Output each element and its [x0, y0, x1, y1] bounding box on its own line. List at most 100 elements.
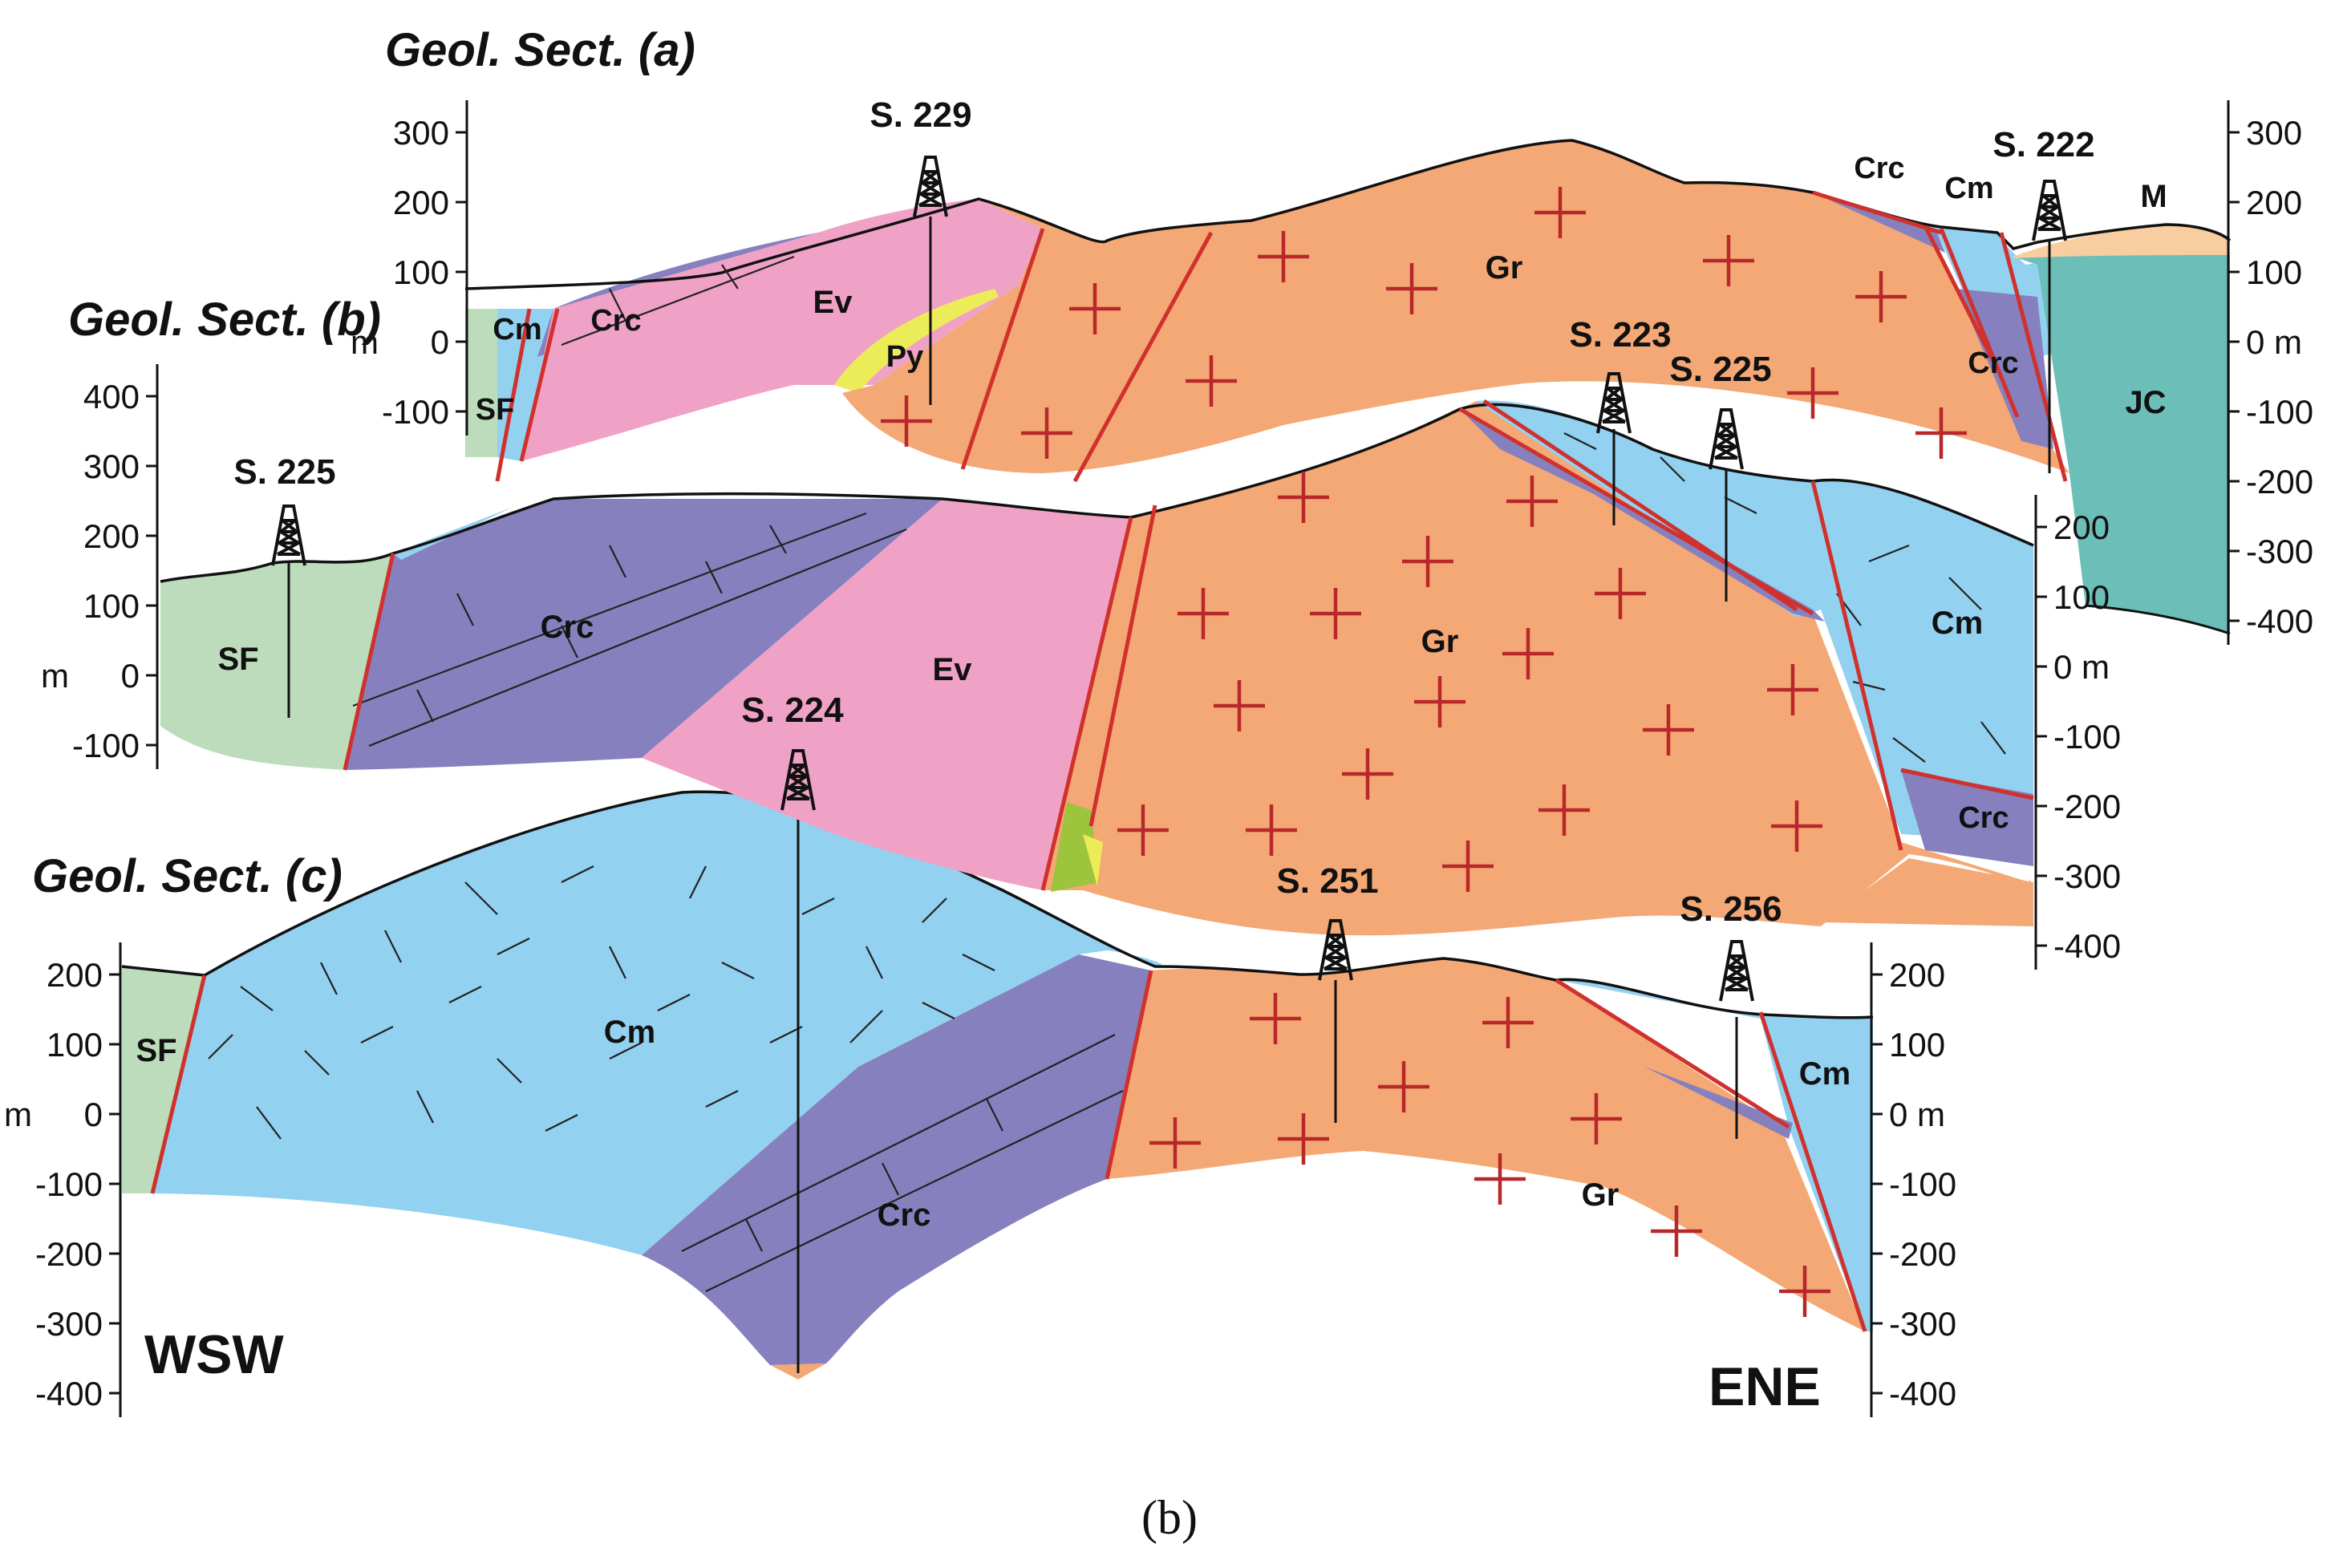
well-label-s224: S. 224	[741, 691, 844, 730]
axis-tick-label: -400	[35, 1375, 103, 1412]
unit-label: SF	[217, 642, 258, 677]
unit-m-a	[2013, 225, 2230, 258]
derrick-icon	[1596, 372, 1632, 435]
derrick-icon	[2032, 180, 2067, 242]
unit-label: Ev	[933, 652, 973, 687]
unit-label: Ev	[813, 285, 853, 320]
axis-tick-label: 100	[47, 1026, 103, 1064]
axis-tick-label: 200	[2053, 508, 2110, 546]
unit-label: M	[2140, 179, 2167, 214]
unit-cm-c-right	[1556, 979, 1873, 1331]
axis-tick-label: 0	[431, 323, 449, 361]
well-lines-a	[929, 217, 2051, 473]
section-b-title: Geol. Sect. (b)	[68, 294, 381, 346]
derrick-icon	[271, 504, 306, 567]
unit-label: SF	[136, 1033, 176, 1068]
faults-a	[495, 190, 2068, 483]
unit-cm-a-left	[497, 309, 553, 461]
unit-label: Cm	[493, 313, 541, 346]
axis-tick-label: -100	[72, 727, 140, 764]
unit-label: Gr	[1486, 250, 1523, 286]
unit-label: Gr	[1582, 1177, 1619, 1213]
axis-tick-label: -100	[1889, 1165, 1956, 1203]
unit-label: Crc	[541, 610, 594, 645]
axis-tick-label: -300	[2053, 857, 2121, 895]
well-label-s225-b: S. 225	[233, 452, 335, 492]
axis-tick-label: 100	[83, 587, 140, 625]
axis-tick-label: 200	[2246, 184, 2302, 221]
well-lines-c	[797, 806, 1738, 1373]
unit-label: Gr	[1421, 624, 1459, 659]
axis-tick-label: -400	[1889, 1375, 1956, 1412]
well-label-s222: S. 222	[1992, 125, 2094, 164]
unit-py-a	[834, 289, 999, 393]
axis-tick-label: 100	[393, 253, 449, 291]
unit-labels-a: Cm Crc SF Ev Py Gr Crc Cm M Crc JC	[476, 152, 2167, 427]
axis-tick-label: -200	[2053, 788, 2121, 825]
direction-right-label: ENE	[1709, 1356, 1821, 1417]
axis-tick-label: 0	[84, 1096, 103, 1133]
unit-labels-b: SF Crc Ev Gr Cm Crc	[217, 606, 2009, 835]
unit-label: Crc	[1854, 152, 1904, 185]
unit-label: Crc	[1958, 801, 2009, 835]
unit-gr-b-lower	[1821, 858, 2033, 926]
axis-tick-label: 100	[2246, 253, 2302, 291]
unit-label: Crc	[590, 304, 641, 338]
unit-label: Cm	[1944, 172, 1993, 205]
unit-crc-a-right	[1813, 192, 1945, 253]
axis-tick-label: -100	[2053, 718, 2121, 756]
axis-tick-label: 200	[47, 956, 103, 994]
faults-c	[150, 970, 1867, 1332]
faults-b	[343, 399, 2034, 891]
unit-sf-c	[122, 966, 205, 1193]
unit-cm-b-right	[1476, 400, 2033, 842]
axis-tick-label: -400	[2053, 927, 2121, 965]
unit-ev-b	[642, 499, 1131, 890]
unit-crc-b-right-2	[1901, 770, 2033, 866]
section-a-title: Geol. Sect. (a)	[385, 24, 695, 76]
axis-tick-label: -200	[35, 1235, 103, 1273]
axis-tick-label: 200	[1889, 956, 1945, 994]
axis-tick-label: -200	[2246, 463, 2313, 500]
axis-tick-label: -300	[1889, 1305, 1956, 1343]
unit-sf-b	[160, 553, 393, 770]
axis-tick-label: -400	[2246, 602, 2313, 640]
axis-tick-label: -300	[35, 1305, 103, 1343]
unit-label: Py	[886, 340, 923, 374]
section-titles: Geol. Sect. (a) Geol. Sect. (b) Geol. Se…	[32, 24, 695, 902]
axis-unit-label: m	[4, 1096, 32, 1133]
crc-bedding-a	[561, 255, 795, 346]
axis-tick-label: 0	[121, 657, 140, 695]
axis-tick-label: 400	[83, 378, 140, 415]
derrick-icon	[1719, 940, 1754, 1003]
well-label-s229: S. 229	[870, 95, 971, 135]
direction-left-label: WSW	[144, 1324, 285, 1385]
axis-tick-label: -100	[382, 393, 449, 431]
axis-tick-label: 0 m	[1889, 1096, 1945, 1133]
axis-tick-label: 200	[83, 517, 140, 555]
derrick-icon	[1709, 408, 1744, 471]
axis-tick-label: -300	[2246, 533, 2313, 570]
well-lines-b	[287, 429, 1728, 718]
axis-tick-label: -200	[1889, 1235, 1956, 1273]
well-label-s256: S. 256	[1680, 889, 1782, 929]
well-label-s225-b2: S. 225	[1669, 350, 1771, 389]
axis-tick-label: -100	[35, 1165, 103, 1203]
well-labels: S. 229 S. 222 S. 225 S. 223 S. 225 S. 22…	[233, 95, 2094, 929]
unit-label: Cm	[1799, 1056, 1851, 1092]
unit-crc-c-right	[1644, 1067, 1793, 1139]
unit-ev-a	[521, 199, 1043, 461]
figure-caption: (b)	[1141, 1491, 1198, 1544]
crc-bedding-c	[681, 1034, 1124, 1292]
axis-tick-label: 100	[1889, 1026, 1945, 1064]
axis-tick-label: 200	[393, 184, 449, 221]
unit-gr-a	[842, 140, 2069, 473]
unit-py-b-2	[1083, 834, 1103, 886]
axis-tick-label: -100	[2246, 393, 2313, 431]
well-label-s251: S. 251	[1276, 861, 1378, 901]
unit-label: Cm	[604, 1015, 655, 1050]
unit-crc-c	[642, 954, 1151, 1365]
axis-unit-label: m	[351, 323, 379, 361]
